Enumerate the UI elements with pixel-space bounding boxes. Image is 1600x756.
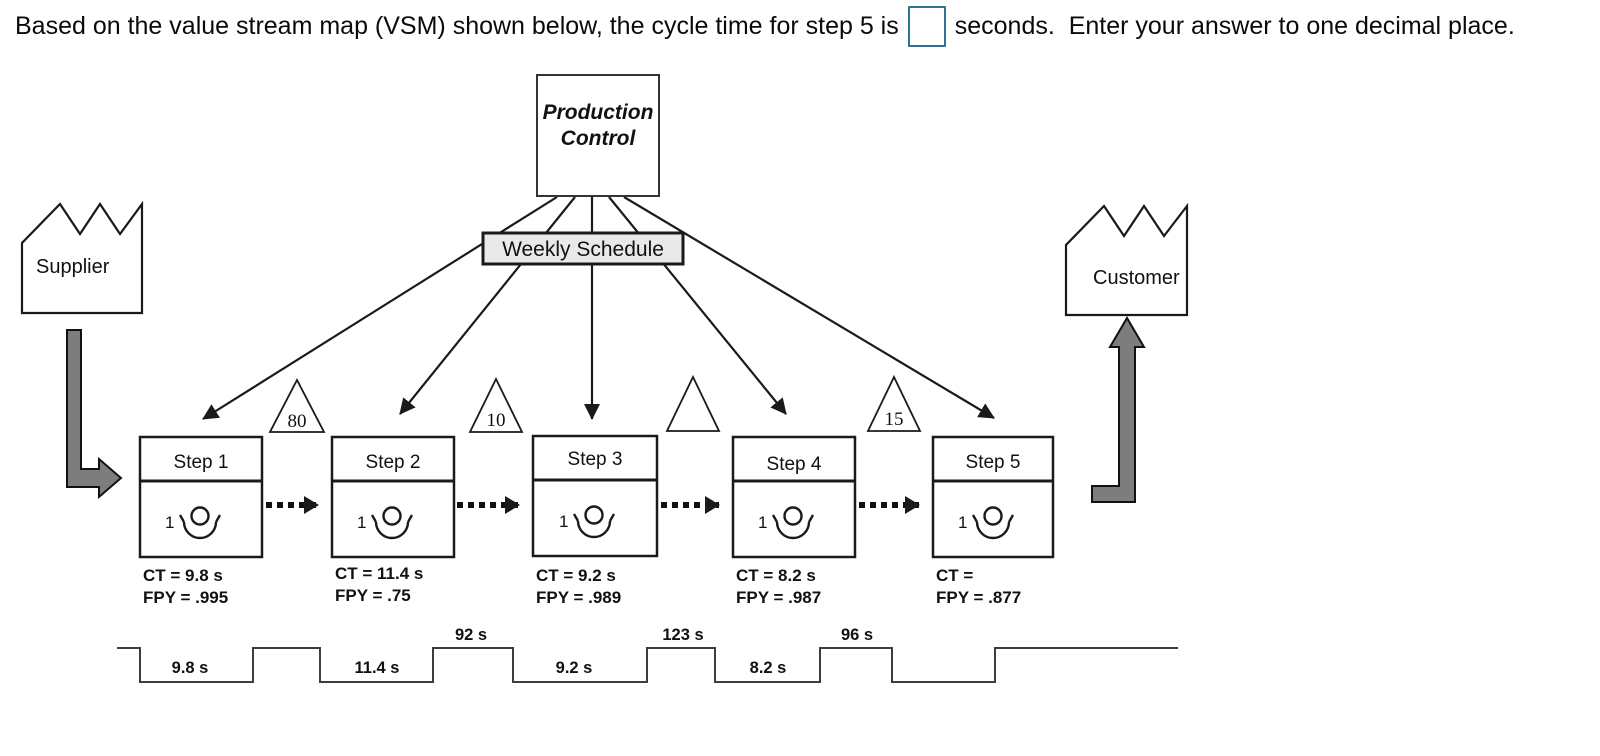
- schedule-arrow-step5: [623, 196, 995, 419]
- supplier-factory: Supplier: [20, 200, 144, 315]
- step-5-ct: CT =: [936, 566, 973, 585]
- supplier-factory-icon: [20, 200, 144, 315]
- step-5-fpy: FPY = .877: [936, 588, 1021, 607]
- timeline-wait-3: 123 s: [662, 626, 703, 644]
- step-3-ct: CT = 9.2 s: [536, 566, 616, 585]
- question-text-before: Based on the value stream map (VSM) show…: [15, 12, 899, 40]
- answer-input[interactable]: [907, 6, 946, 47]
- step-5-operator-count: 1: [958, 513, 967, 532]
- operator-icon: [771, 506, 815, 540]
- supplier-label: Supplier: [36, 256, 110, 278]
- step-2-title: Step 2: [366, 452, 421, 473]
- step-3-fpy: FPY = .989: [536, 588, 621, 607]
- step-1-fpy: FPY = .995: [143, 588, 228, 607]
- step-4-fpy: FPY = .987: [736, 588, 821, 607]
- inventory-count-4: 15: [885, 409, 904, 430]
- timeline: [117, 647, 1178, 683]
- inventory-count-2: 10: [487, 410, 506, 431]
- customer-factory: Customer: [1064, 202, 1189, 317]
- step-4-operator-count: 1: [758, 513, 767, 532]
- operator-icon: [178, 506, 222, 540]
- customer-factory-icon: [1064, 202, 1189, 317]
- production-control-line1: Production: [543, 101, 654, 124]
- step-1-operator-count: 1: [165, 513, 174, 532]
- step-4-box: Step 4 1 CT = 8.2 s FPY = .987: [731, 435, 857, 607]
- inventory-triangle-1: [268, 378, 326, 433]
- inventory-count-1: 80: [288, 411, 307, 432]
- production-control-box: Production Control: [536, 74, 660, 197]
- vsm-diagram: Production Control Weekly Schedule Suppl…: [20, 74, 1189, 683]
- timeline-wait-4: 96 s: [841, 626, 873, 644]
- weekly-schedule-label: Weekly Schedule: [502, 238, 664, 261]
- timeline-wait-2: 92 s: [455, 626, 487, 644]
- customer-material-arrow: [1091, 316, 1146, 503]
- operator-icon: [572, 505, 616, 539]
- customer-label: Customer: [1093, 267, 1180, 289]
- step-4-ct: CT = 8.2 s: [736, 566, 816, 585]
- question-text-after: seconds. Enter your answer to one decima…: [954, 12, 1515, 40]
- step-1-box: Step 1 1 CT = 9.8 s FPY = .995: [138, 435, 264, 607]
- operator-icon: [370, 506, 414, 540]
- schedule-arrow-step2: [399, 196, 576, 415]
- schedule-arrow-step4: [608, 196, 787, 415]
- schedule-arrow-step1: [202, 196, 558, 420]
- weekly-schedule-box: Weekly Schedule: [481, 231, 685, 266]
- inventory-triangles: [268, 374, 922, 433]
- inventory-triangle-3: [665, 374, 721, 432]
- step-2-fpy: FPY = .75: [335, 586, 411, 605]
- question-line: Based on the value stream map (VSM) show…: [15, 6, 1515, 47]
- step-2-ct: CT = 11.4 s: [335, 564, 423, 583]
- step-2-operator-count: 1: [357, 513, 366, 532]
- timeline-process-4: 8.2 s: [750, 659, 787, 677]
- supplier-material-arrow: [66, 329, 123, 500]
- step-2-box: Step 2 1 CT = 11.4 s FPY = .75: [330, 435, 456, 605]
- step-4-title: Step 4: [767, 454, 822, 475]
- inventory-triangle-2: [468, 376, 524, 433]
- step-3-box: Step 3 1 CT = 9.2 s FPY = .989: [531, 434, 659, 607]
- step-1-title: Step 1: [174, 452, 229, 473]
- step-5-title: Step 5: [966, 452, 1021, 473]
- production-control-line2: Control: [561, 127, 637, 150]
- inventory-triangle-4: [866, 374, 922, 432]
- schedule-arrows: [202, 196, 995, 420]
- step-1-ct: CT = 9.8 s: [143, 566, 223, 585]
- step-5-box: Step 5 1 CT = FPY = .877: [931, 435, 1055, 607]
- timeline-process-2: 11.4 s: [355, 659, 400, 677]
- timeline-process-3: 9.2 s: [556, 659, 593, 677]
- step-3-operator-count: 1: [559, 512, 568, 531]
- operator-icon: [971, 506, 1015, 540]
- timeline-process-1: 9.8 s: [172, 659, 209, 677]
- step-3-title: Step 3: [568, 449, 623, 470]
